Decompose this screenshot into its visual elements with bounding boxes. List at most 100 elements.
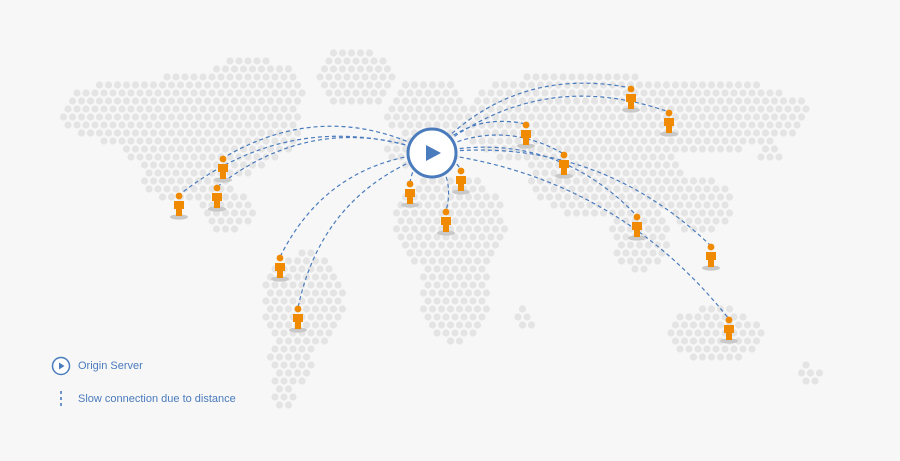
map-dot [703,121,711,129]
map-dot [419,209,428,217]
map-dot [167,177,176,185]
map-dot [577,169,585,177]
map-dot [239,65,248,73]
map-dot [689,145,698,153]
map-dot [154,185,162,193]
map-dot [239,97,248,105]
map-dot [536,193,545,201]
map-dot [455,113,464,121]
map-dot [460,217,468,225]
map-dot [73,105,81,113]
map-dot [739,121,747,129]
map-dot [401,225,410,233]
map-dot [671,209,680,217]
map-dot [428,209,437,217]
map-dot [154,89,162,97]
map-dot [316,265,324,273]
map-dot [509,81,518,89]
map-dot [181,185,189,193]
map-dot [644,161,653,169]
map-dot [347,97,356,105]
map-dot [617,145,626,153]
map-dot [473,321,482,329]
map-dot [388,105,396,113]
map-dot [658,89,666,97]
map-dot [428,257,437,265]
map-dot [172,73,180,81]
map-dot [451,265,459,273]
map-dot [424,89,432,97]
map-dot [388,73,396,81]
map-dot [433,201,441,209]
map-dot [748,105,756,113]
map-dot [658,217,666,225]
map-dot [482,97,491,105]
map-dot [455,241,464,249]
map-dot [532,169,540,177]
map-dot [577,201,585,209]
person-icon [214,155,232,183]
map-dot [271,361,279,369]
map-dot [163,153,171,161]
map-dot [662,177,671,185]
map-dot [374,65,383,73]
map-dot [248,97,257,105]
map-dot [599,97,608,105]
map-dot [545,193,554,201]
map-dot [613,233,621,241]
map-dot [707,145,716,153]
map-dot [433,281,441,289]
map-dot [91,121,99,129]
map-dot [451,217,459,225]
map-dot [608,193,617,201]
map-dot [347,49,356,57]
map-dot [478,217,486,225]
map-dot [284,353,293,361]
map-dot [172,185,180,193]
map-dot [428,193,437,201]
map-dot [271,121,279,129]
map-dot [572,113,581,121]
play-circle-icon [51,356,71,376]
map-dot [680,225,689,233]
connection-line [431,146,638,217]
map-dot [757,121,765,129]
map-dot [613,217,621,225]
map-dot [302,369,311,377]
map-dot [185,161,194,169]
map-dot [415,105,423,113]
map-dot [145,185,153,193]
map-dot [608,225,617,233]
map-dot [199,153,207,161]
map-dot [563,97,572,105]
person-icon [660,109,678,137]
map-dot [415,249,423,257]
map-dot [338,65,347,73]
map-dot [518,97,527,105]
map-dot [626,145,635,153]
map-dot [262,89,270,97]
map-dot [698,81,707,89]
map-dot [752,129,761,137]
map-dot [109,89,117,97]
map-dot [626,129,635,137]
map-dot [343,89,351,97]
map-dot [469,137,477,145]
map-dot [568,137,576,145]
map-dot [95,113,104,121]
connection-line [431,82,632,154]
map-dot [478,201,486,209]
map-dot [266,321,275,329]
map-dot [797,97,806,105]
map-dot [329,321,338,329]
map-dot [640,153,648,161]
map-dot [275,97,284,105]
map-dot [293,81,302,89]
map-dot [145,105,153,113]
map-dot [401,209,410,217]
map-dot [608,97,617,105]
map-dot [554,177,563,185]
map-dot [626,241,635,249]
map-dot [482,209,491,217]
map-dot [500,113,509,121]
